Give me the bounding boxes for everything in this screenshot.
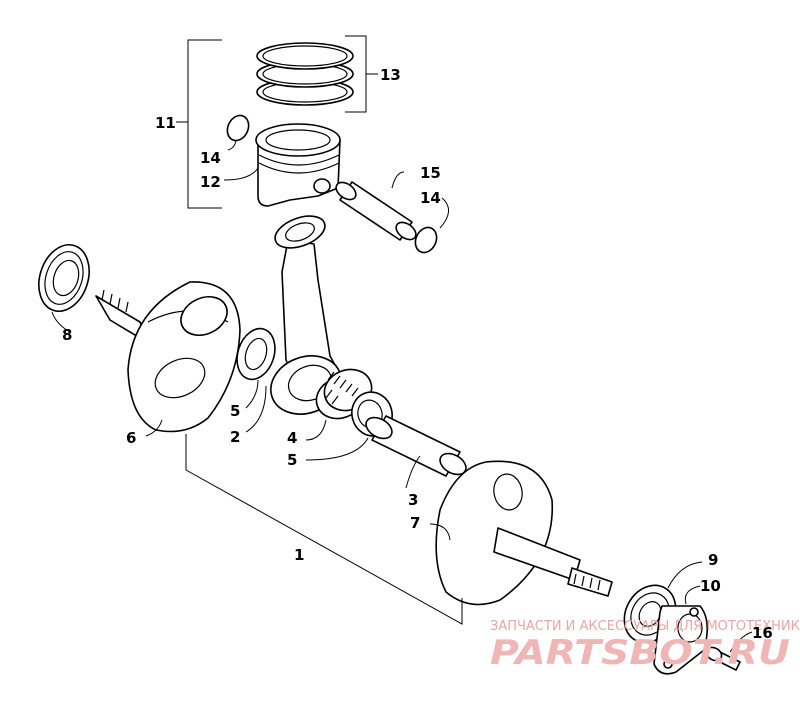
callout-12: 12 xyxy=(200,173,221,191)
callout-8: 8 xyxy=(62,326,72,344)
piston-rings xyxy=(256,35,378,113)
watermark: ЗАПЧАСТИ И АКСЕССУАРЫ ДЛЯ МОТОТЕХНИКИ PA… xyxy=(490,619,800,673)
thrust-washer-left xyxy=(236,327,276,433)
callout-14-left: 14 xyxy=(200,149,221,167)
callout-4: 4 xyxy=(287,429,297,447)
bracket-11 xyxy=(176,39,222,209)
circlip-upper xyxy=(226,114,250,151)
callout-labels: 1 2 3 4 5 5 6 7 8 9 10 11 12 13 14 14 15… xyxy=(62,66,773,642)
callout-16: 16 xyxy=(752,624,773,642)
bearing-retainer xyxy=(653,585,708,675)
piston-pin xyxy=(335,171,417,241)
crankshaft-assembly-leader xyxy=(185,434,463,625)
watermark-logo: PARTSBOT.RU xyxy=(490,633,790,673)
callout-5-right: 5 xyxy=(287,451,297,469)
piston xyxy=(223,123,341,207)
callout-10: 10 xyxy=(700,577,721,595)
callout-11: 11 xyxy=(155,114,176,132)
callout-13: 13 xyxy=(380,66,401,84)
callout-3: 3 xyxy=(408,491,418,509)
circlip-right xyxy=(414,197,449,254)
callout-2: 2 xyxy=(230,428,240,446)
crank-half-right xyxy=(429,460,613,606)
callout-14-right: 14 xyxy=(420,189,441,207)
retainer-screw xyxy=(705,631,753,671)
crankpin xyxy=(365,415,467,489)
callout-1: 1 xyxy=(294,546,304,564)
watermark-caption: ЗАПЧАСТИ И АКСЕССУАРЫ ДЛЯ МОТОТЕХНИКИ xyxy=(490,619,800,634)
callout-6: 6 xyxy=(126,429,136,447)
callout-5-left: 5 xyxy=(230,402,240,420)
callout-15: 15 xyxy=(420,164,441,182)
callout-7: 7 xyxy=(410,514,420,532)
crank-half-left xyxy=(95,281,241,437)
main-bearing-left xyxy=(38,244,90,333)
callout-9: 9 xyxy=(708,551,718,569)
